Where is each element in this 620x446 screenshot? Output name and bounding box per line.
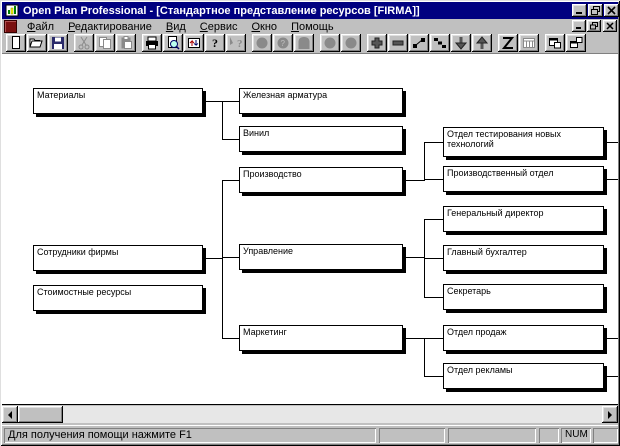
menu-item-1[interactable]: Редактирование <box>68 20 152 33</box>
paste-icon <box>118 36 134 50</box>
copy-button[interactable] <box>95 34 115 52</box>
mdi-restore-button[interactable] <box>587 20 601 32</box>
status-panel-6 <box>593 428 618 443</box>
shape-rounded-icon <box>296 36 312 50</box>
tree-node-newtech[interactable]: Отдел тестирования новых технологий <box>443 127 604 157</box>
step-layout-icon <box>432 36 448 50</box>
cut-icon <box>76 36 92 50</box>
close-button[interactable] <box>604 4 619 17</box>
shape-circle-2-icon: ? <box>275 36 291 50</box>
paste-button[interactable] <box>116 34 136 52</box>
tree-node-materials[interactable]: Материалы <box>33 88 203 114</box>
scroll-left-button[interactable] <box>2 406 18 423</box>
calendar-button[interactable] <box>519 34 539 52</box>
mdi-close-button[interactable] <box>603 20 617 32</box>
save-icon <box>50 36 66 50</box>
shape-circle-4-icon <box>343 36 359 50</box>
menu-item-4[interactable]: Окно <box>251 20 278 33</box>
tree-node-vinyl[interactable]: Винил <box>239 126 403 152</box>
update-data-button[interactable] <box>184 34 204 52</box>
svg-text:?: ? <box>281 39 286 48</box>
arrow-up-icon <box>474 36 490 50</box>
new-document-button[interactable] <box>6 34 26 52</box>
horizontal-scrollbar[interactable] <box>2 406 618 423</box>
scrollbar-thumb[interactable] <box>18 406 63 423</box>
menu-item-3[interactable]: Сервис <box>199 20 238 33</box>
new-document-icon <box>8 36 24 50</box>
minimize-button[interactable] <box>572 4 587 17</box>
context-help-button[interactable]: ? <box>226 34 246 52</box>
arrow-down-icon <box>453 36 469 50</box>
window-arrange-icon <box>568 36 584 50</box>
menu-bar: Файл Редактирование Вид Сервис Окно Помощь <box>2 19 618 34</box>
window-arrange-button[interactable] <box>566 34 586 52</box>
shape-circle-1-icon <box>254 36 270 50</box>
status-panel-2 <box>379 428 445 443</box>
menu-item-2[interactable]: Вид <box>165 20 186 33</box>
tree-node-accountant[interactable]: Главный бухгалтер <box>443 245 604 271</box>
zigzag-view-icon <box>500 36 516 50</box>
arrow-up-button[interactable] <box>472 34 492 52</box>
link-nodes-icon <box>411 36 427 50</box>
tree-node-cost[interactable]: Стоимостные ресурсы <box>33 285 203 311</box>
shape-circle-2-button[interactable]: ? <box>273 34 293 52</box>
app-icon <box>5 4 19 17</box>
title-bar: Open Plan Professional - [Стандартное пр… <box>2 2 618 19</box>
tree-node-sales[interactable]: Отдел продаж <box>443 325 604 351</box>
tree-node-iron[interactable]: Железная арматура <box>239 88 403 114</box>
menu-item-0[interactable]: Файл <box>27 20 55 33</box>
num-lock-indicator: NUM <box>561 428 591 443</box>
tree-node-production[interactable]: Производство <box>239 167 403 193</box>
open-folder-button[interactable] <box>27 34 47 52</box>
toolbar: ??? <box>2 34 618 54</box>
tree-node-secretary[interactable]: Секретарь <box>443 284 604 310</box>
print-preview-button[interactable] <box>163 34 183 52</box>
status-message: Для получения помощи нажмите F1 <box>4 428 376 443</box>
tree-node-staff[interactable]: Сотрудники фирмы <box>33 245 203 271</box>
shape-circle-4-button[interactable] <box>341 34 361 52</box>
window-cascade-icon <box>547 36 563 50</box>
tree-node-proddept[interactable]: Производственный отдел <box>443 166 604 192</box>
shape-circle-3-button[interactable] <box>320 34 340 52</box>
tree-node-ceo[interactable]: Генеральный директор <box>443 206 604 232</box>
tree-node-ads[interactable]: Отдел рекламы <box>443 363 604 389</box>
add-plus-button[interactable] <box>367 34 387 52</box>
menu-item-5[interactable]: Помощь <box>291 20 334 33</box>
cut-button[interactable] <box>74 34 94 52</box>
update-data-icon <box>186 36 202 50</box>
print-icon <box>144 36 160 50</box>
window-title: Open Plan Professional - [Стандартное пр… <box>23 4 420 17</box>
svg-text:?: ? <box>237 38 243 50</box>
help-icon: ? <box>212 36 218 50</box>
remove-minus-icon <box>390 36 406 50</box>
link-nodes-button[interactable] <box>409 34 429 52</box>
mdi-minimize-button[interactable] <box>572 20 586 32</box>
open-folder-icon <box>29 36 45 50</box>
zigzag-view-button[interactable] <box>498 34 518 52</box>
calendar-icon <box>521 36 537 50</box>
context-help-icon: ? <box>228 36 244 50</box>
shape-rounded-button[interactable] <box>294 34 314 52</box>
print-preview-icon <box>165 36 181 50</box>
status-panel-3 <box>448 428 536 443</box>
scroll-right-button[interactable] <box>602 406 618 423</box>
tree-node-marketing[interactable]: Маркетинг <box>239 325 403 351</box>
tree-node-management[interactable]: Управление <box>239 244 403 270</box>
step-layout-button[interactable] <box>430 34 450 52</box>
add-plus-icon <box>369 36 385 50</box>
save-button[interactable] <box>48 34 68 52</box>
restore-button[interactable] <box>588 4 603 17</box>
help-button[interactable]: ? <box>205 34 225 52</box>
print-button[interactable] <box>142 34 162 52</box>
copy-icon <box>97 36 113 50</box>
status-panel-4 <box>539 428 559 443</box>
document-icon <box>4 20 17 33</box>
remove-minus-button[interactable] <box>388 34 408 52</box>
window-cascade-button[interactable] <box>545 34 565 52</box>
arrow-down-button[interactable] <box>451 34 471 52</box>
shape-circle-3-icon <box>322 36 338 50</box>
status-bar: Для получения помощи нажмите F1 NUM <box>2 425 618 443</box>
shape-circle-1-button[interactable] <box>252 34 272 52</box>
